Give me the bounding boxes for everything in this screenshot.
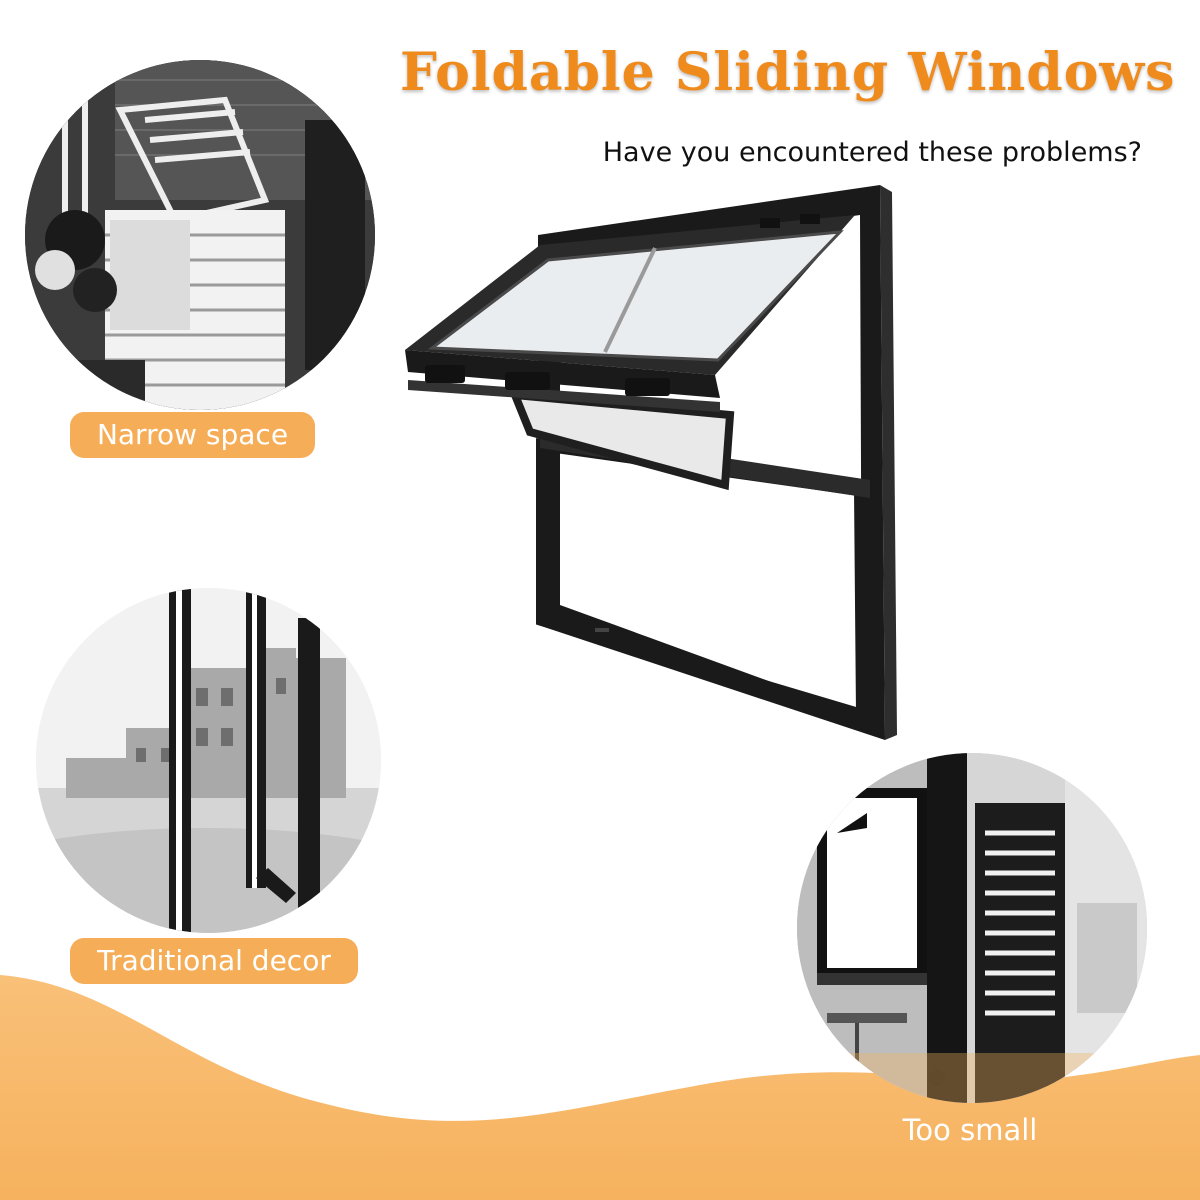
too-small-photo [797, 753, 1147, 1103]
narrow-space-photo [25, 60, 375, 410]
traditional-decor-label: Traditional decor [70, 938, 358, 984]
narrow-space-label: Narrow space [70, 412, 315, 458]
too-small-label: Too small [902, 1113, 1038, 1147]
page-subtitle: Have you encountered these problems? [602, 137, 1142, 168]
page-title: Foldable Sliding Windows [400, 42, 1176, 103]
foldable-window-icon [405, 185, 897, 740]
traditional-decor-photo [36, 588, 381, 933]
